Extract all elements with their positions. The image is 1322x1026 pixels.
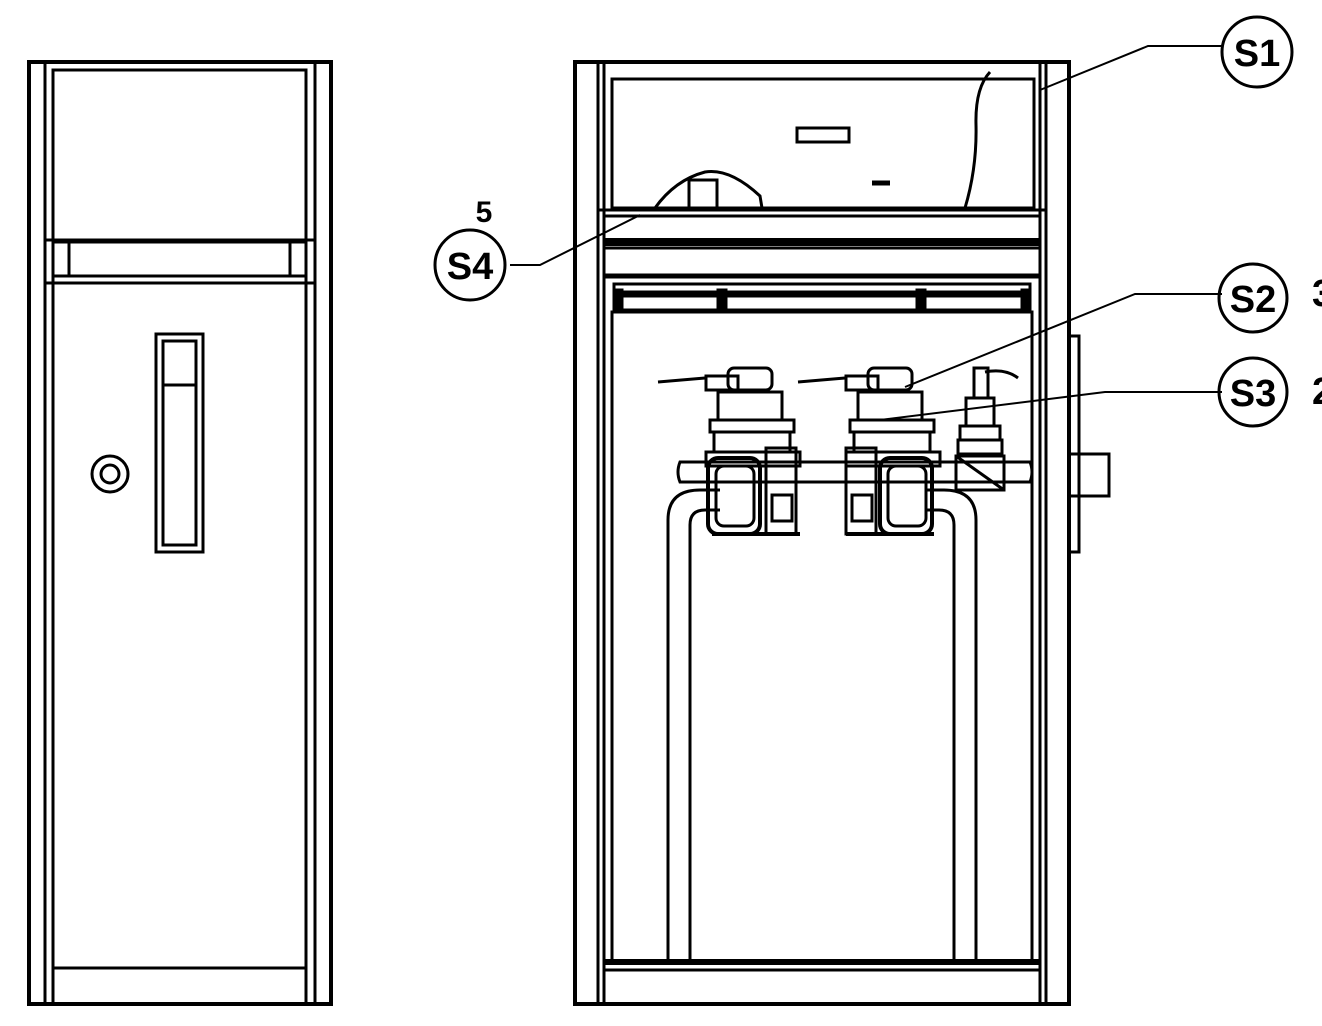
top-rail: [612, 282, 1032, 314]
callout-s4: S4: [433, 228, 507, 302]
number-5-label: 5: [476, 196, 493, 229]
callout-s2-label: S2: [1230, 279, 1276, 321]
door-lock: [90, 454, 130, 494]
number-3-label: 3: [1312, 273, 1322, 315]
door-handle: [154, 332, 205, 554]
sensor-valve: [954, 366, 1019, 492]
valve-assembly-right: [797, 366, 942, 536]
callout-s4-label: S4: [447, 246, 493, 288]
manifold-pipe: [676, 460, 1034, 484]
callout-s3-label: S3: [1230, 373, 1276, 415]
number-2-label: 2: [1312, 371, 1322, 413]
control-box: [610, 70, 1036, 210]
cabinet-open-view: [510, 45, 1222, 1006]
leader-lines: [510, 45, 1222, 421]
callout-s1-label: S1: [1234, 33, 1280, 75]
callout-s3: S3: [1217, 356, 1289, 428]
callout-s1: S1: [1220, 15, 1294, 89]
side-bracket: [1067, 334, 1111, 554]
cabinet-closed-view: [27, 60, 333, 1006]
callout-s2: S2: [1217, 262, 1289, 334]
valve-assembly-left: [657, 366, 802, 536]
u-hoses: [666, 488, 978, 962]
